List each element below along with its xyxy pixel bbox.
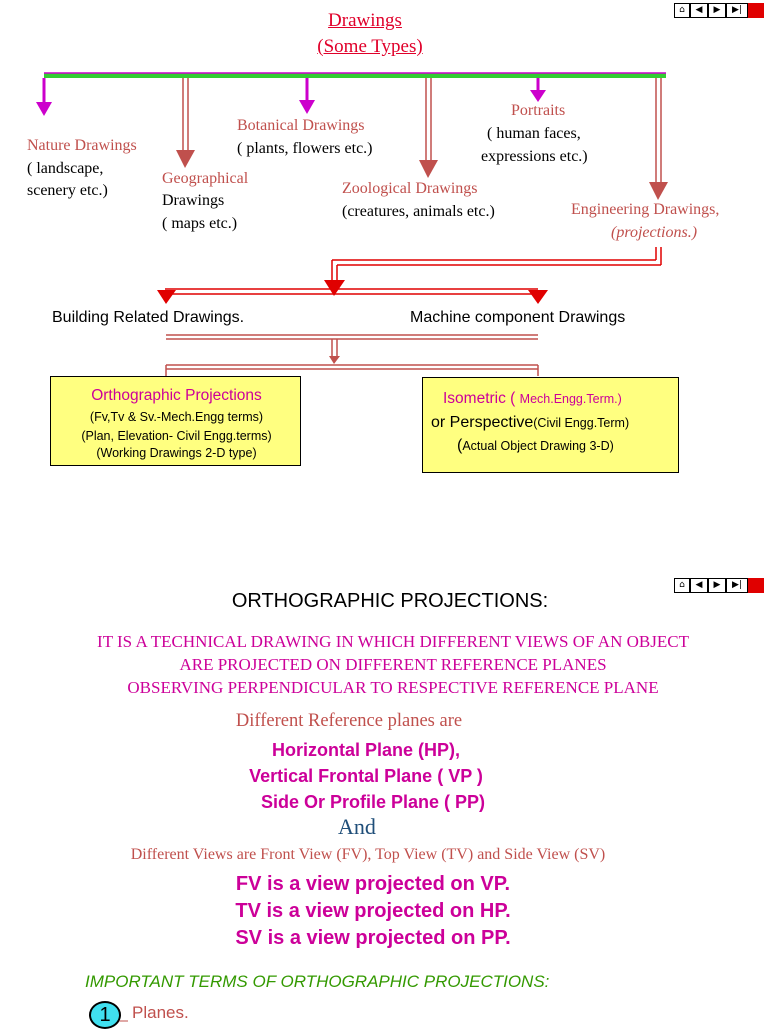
zoological-detail-1: (creatures, animals etc.) — [342, 203, 495, 220]
plane-pp: Side Or Profile Plane ( PP) — [260, 792, 486, 812]
arrow-geographical — [176, 78, 195, 168]
planes-intro: Different Reference planes are — [235, 711, 463, 731]
orthographic-box: Orthographic Projections (Fv,Tv & Sv.-Me… — [50, 376, 301, 466]
exit-icon[interactable] — [748, 578, 764, 593]
orthographic-box-line3: (Working Drawings 2-D type) — [96, 446, 257, 460]
next-slide-icon[interactable]: ▶ — [708, 578, 726, 593]
geographical-detail-1: Drawings — [162, 192, 225, 209]
nature-detail-1: ( landscape, — [27, 160, 104, 177]
zoological-label: Zoological Drawings — [342, 180, 478, 197]
exit-icon[interactable] — [748, 3, 764, 18]
orthographic-box-line1: (Fv,Tv & Sv.-Mech.Engg terms) — [89, 410, 264, 424]
botanical-detail-1: ( plants, flowers etc.) — [237, 140, 373, 157]
botanical-label: Botanical Drawings — [237, 117, 365, 134]
plane-hp: Horizontal Plane (HP), — [271, 740, 460, 760]
arrow-portraits — [530, 78, 546, 102]
connector-lower — [165, 334, 539, 376]
arrow-lower-center — [329, 356, 340, 364]
and-text: And — [338, 814, 376, 839]
orthographic-box-line2: (Plan, Elevation- Civil Engg.terms) — [81, 429, 272, 443]
slide1-connectors — [36, 72, 668, 376]
plane-vp: Vertical Frontal Plane ( VP ) — [249, 766, 483, 786]
next-slide-icon[interactable]: ▶ — [708, 3, 726, 18]
nav-bar-top: ⌂ ◀ ▶ ▶| — [674, 3, 766, 20]
item-planes-label[interactable]: Planes. — [132, 1003, 189, 1022]
portraits-detail-2: expressions etc.) — [481, 148, 588, 165]
previous-slide-icon[interactable]: ◀ — [690, 578, 708, 593]
portraits-label: Portraits — [511, 102, 566, 119]
item-number-badge: 1 — [89, 1001, 121, 1029]
nav-bar-second: ⌂ ◀ ▶ ▶| — [674, 578, 766, 595]
top-bar — [44, 73, 666, 78]
last-slide-icon[interactable]: ▶| — [726, 3, 748, 18]
actual-object-label: Actual Object Drawing 3-D) — [462, 439, 614, 453]
perspective-label: or Perspective — [431, 414, 534, 431]
view-fv: FV is a view projected on VP. — [235, 873, 511, 895]
view-tv: TV is a view projected on HP. — [235, 900, 511, 922]
engineering-label: Engineering Drawings, — [571, 201, 720, 218]
previous-slide-icon[interactable]: ◀ — [690, 3, 708, 18]
slide1-title: Drawings — [328, 10, 402, 31]
arrow-machine — [528, 290, 548, 304]
orthographic-box-title: Orthographic Projections — [91, 387, 262, 404]
building-label: Building Related Drawings. — [52, 309, 245, 326]
isometric-box: Isometric ( Mech.Engg.Term.) or Perspect… — [422, 377, 679, 473]
arrow-nature — [36, 78, 52, 116]
definition-line1: IT IS A TECHNICAL DRAWING IN WHICH DIFFE… — [97, 632, 689, 651]
important-terms-heading: IMPORTANT TERMS OF ORTHOGRAPHIC PROJECTI… — [85, 972, 550, 991]
view-sv: SV is a view projected on PP. — [235, 927, 511, 949]
isometric-box-title: Isometric ( Mech.Engg.Term.) — [443, 390, 622, 408]
last-slide-icon[interactable]: ▶| — [726, 578, 748, 593]
arrow-zoological — [419, 78, 438, 178]
isometric-title: Isometric ( — [443, 390, 520, 407]
actual-open-paren: ( — [457, 437, 463, 454]
definition-line3: OBSERVING PERPENDICULAR TO RESPECTIVE RE… — [127, 678, 659, 697]
views-intro: Different Views are Front View (FV), Top… — [130, 846, 606, 863]
engineering-detail-1: (projections.) — [611, 224, 698, 241]
isometric-box-line1: or Perspective(Civil Engg.Term) — [431, 414, 629, 432]
arrow-center — [324, 280, 345, 296]
geographical-detail-2: ( maps etc.) — [162, 215, 238, 232]
perspective-term: (Civil Engg.Term) — [533, 416, 630, 430]
slide2-heading: ORTHOGRAPHIC PROJECTIONS: — [231, 590, 549, 612]
portraits-detail-1: ( human faces, — [487, 125, 581, 142]
arrow-engineering — [649, 78, 668, 200]
arrow-building — [157, 290, 176, 304]
geographical-label: Geographical — [162, 170, 249, 187]
nature-label: Nature Drawings — [27, 137, 137, 154]
home-icon[interactable]: ⌂ — [674, 3, 690, 18]
definition-line2: ARE PROJECTED ON DIFFERENT REFERENCE PLA… — [179, 655, 607, 674]
machine-label: Machine component Drawings — [410, 309, 626, 326]
connector-engineering-split — [165, 247, 662, 295]
isometric-term: Mech.Engg.Term.) — [519, 392, 622, 406]
home-icon[interactable]: ⌂ — [674, 578, 690, 593]
arrow-botanical — [299, 78, 315, 114]
isometric-box-line2: (Actual Object Drawing 3-D) — [457, 437, 614, 455]
slide1-subtitle: (Some Types) — [317, 36, 423, 57]
nature-detail-2: scenery etc.) — [27, 182, 108, 199]
